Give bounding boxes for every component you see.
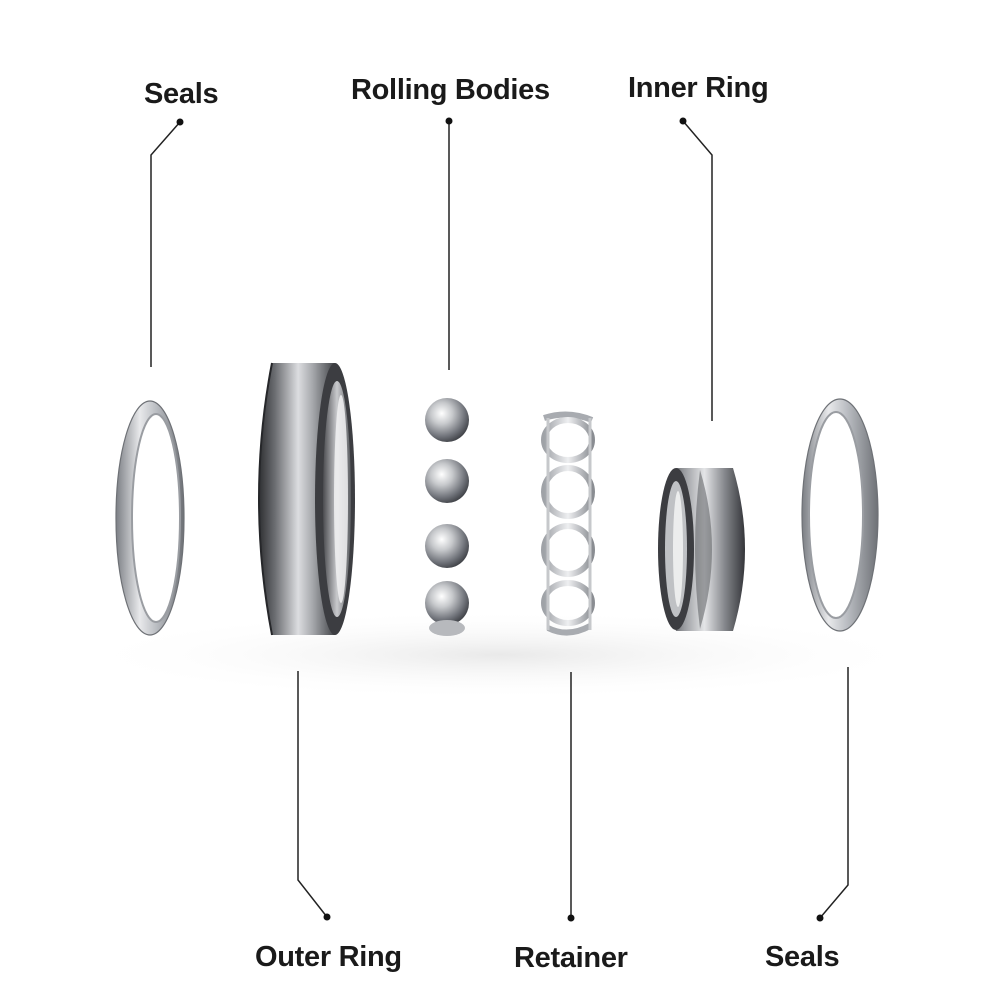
outer-ring-part [258, 362, 355, 636]
label-inner-ring: Inner Ring [628, 72, 768, 104]
label-seals-left: Seals [144, 78, 218, 110]
leader-dot-seals-left [176, 118, 184, 126]
leader-dot-retainer [567, 914, 575, 922]
label-outer-ring: Outer Ring [255, 941, 402, 973]
seal-right-part [801, 398, 879, 632]
leader-dot-outer-ring [323, 913, 331, 921]
label-rolling-bodies: Rolling Bodies [351, 74, 550, 106]
leader-dot-inner-ring [679, 117, 687, 125]
leader-lines [150, 120, 849, 919]
label-seals-right: Seals [765, 941, 839, 973]
inner-ring-part [658, 468, 745, 631]
leader-dot-seals-right [816, 914, 824, 922]
seal-left-part [115, 400, 185, 636]
leader-line-outer-ring [297, 671, 328, 918]
leader-line-inner-ring [682, 120, 713, 421]
leader-line-seals-left [150, 121, 181, 367]
retainer-part [541, 411, 595, 636]
floor-shadow [70, 610, 930, 700]
rolling-bodies-part [425, 398, 469, 636]
leader-line-seals-right [819, 667, 849, 919]
leader-dot-rolling-bodies [445, 117, 453, 125]
label-retainer: Retainer [514, 942, 628, 974]
leader-dots [176, 117, 824, 922]
